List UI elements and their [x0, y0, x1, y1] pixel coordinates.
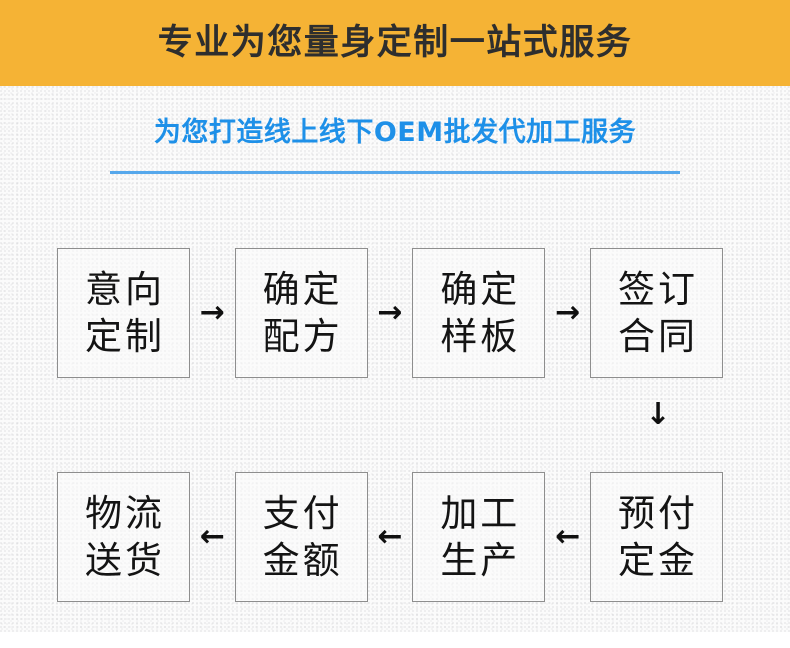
- flow-step-line-1: 预付: [617, 491, 698, 535]
- subtitle-container: 为您打造线上线下OEM批发代加工服务: [0, 116, 790, 150]
- arrow-left-icon: ←: [377, 519, 403, 554]
- flow-step-line-2: 定制: [85, 315, 165, 358]
- flow-step-line-2: 合同: [617, 315, 698, 358]
- subtitle-text: 为您打造线上线下OEM批发代加工服务: [153, 117, 637, 148]
- header-banner: 专业为您量身定制一站式服务: [0, 0, 790, 86]
- flow-step-line-1: 确定: [440, 267, 521, 311]
- banner-title: 专业为您量身定制一站式服务: [157, 22, 633, 63]
- flow-step-line-1: 确定: [262, 267, 343, 311]
- flow-step-line-1: 物流: [85, 491, 165, 535]
- flow-step-confirm-formula: 确定 配方: [234, 248, 368, 378]
- arrow-right-icon: →: [377, 295, 403, 330]
- flow-step-sign-contract: 签订 合同: [589, 248, 723, 378]
- flow-row-2: 物流 送货 ← 支付 金额 ← 加工 生产 ← 预付 定金: [57, 472, 723, 602]
- flow-step-line-1: 支付: [262, 491, 343, 535]
- flow-step-line-1: 加工: [440, 491, 521, 535]
- flow-step-prepay-deposit: 预付 定金: [589, 472, 723, 602]
- flow-step-intent-customization: 意向 定制: [57, 248, 190, 378]
- arrow-left-icon: ←: [555, 519, 581, 554]
- flow-step-line-2: 配方: [262, 315, 343, 358]
- flow-step-line-2: 送货: [85, 539, 165, 582]
- flow-row-1: 意向 定制 → 确定 配方 → 确定 样板 → 签订 合同: [57, 248, 723, 378]
- flow-step-line-1: 签订: [617, 267, 698, 311]
- flow-step-line-2: 样板: [440, 315, 521, 358]
- subtitle-underline-rule: [110, 171, 680, 174]
- flow-step-line-2: 生产: [440, 539, 521, 582]
- arrow-left-icon: ←: [199, 519, 225, 554]
- flow-step-logistics-delivery: 物流 送货: [57, 472, 190, 602]
- flow-step-line-2: 定金: [617, 539, 698, 582]
- flow-step-line-1: 意向: [85, 267, 165, 311]
- flow-step-confirm-sample: 确定 样板: [412, 248, 546, 378]
- arrow-right-icon: →: [555, 295, 581, 330]
- arrow-down-icon: ↓: [645, 397, 671, 432]
- flow-step-line-2: 金额: [262, 539, 343, 582]
- flow-step-pay-balance: 支付 金额: [234, 472, 368, 602]
- arrow-right-icon: →: [199, 295, 225, 330]
- flow-step-processing-production: 加工 生产: [412, 472, 546, 602]
